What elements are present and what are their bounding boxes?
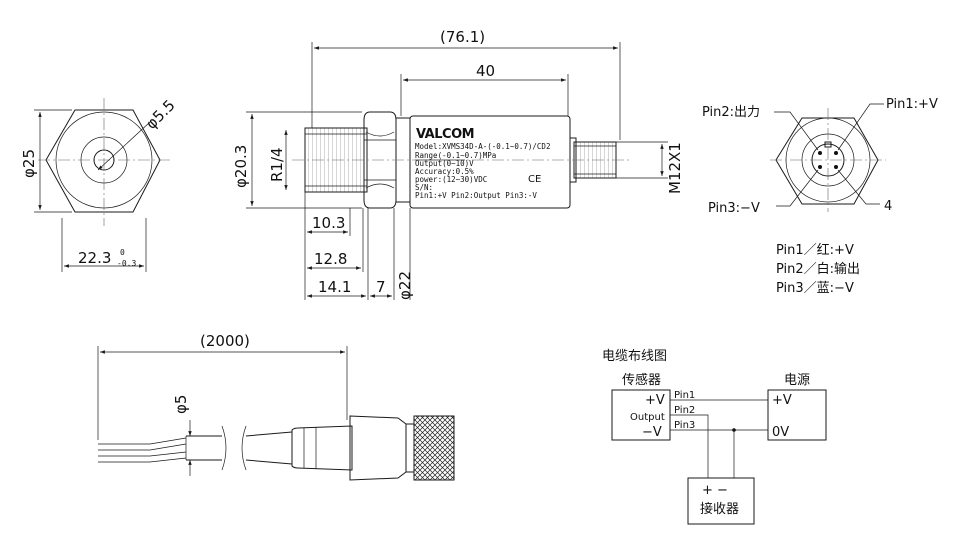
side-view: VALCOM Model:XVMS34D-A-(-0.1~0.7)/CD2 Ra… (232, 28, 684, 300)
pin-3-dot (818, 165, 822, 169)
pin2-callout: Pin2:出力 (702, 105, 760, 120)
sensor-title: 传感器 (622, 372, 661, 388)
connector-body (349, 415, 407, 481)
cable-jacket (186, 431, 293, 465)
connector-view: Pin2:出力 Pin1:+V Pin3:−V 4 Pin1／红:+V Pin2… (702, 97, 938, 296)
knurled-nut (413, 415, 455, 481)
pin-2-dot (818, 151, 822, 155)
label-model: Model:XVMS34D-A-(-0.1~0.7)/CD2 (415, 142, 550, 151)
pin-legend-2: Pin2／白:输出 (776, 261, 860, 277)
receiver-box (687, 477, 755, 525)
dim-thread-dia: φ20.3 (232, 145, 250, 188)
label-accuracy: Accuracy:0.5% (415, 167, 474, 176)
dim-12-8: 12.8 (314, 250, 347, 268)
brand-logo: VALCOM (416, 127, 474, 142)
power-title: 电源 (784, 373, 810, 388)
wire-pin3-label: Pin3 (674, 420, 695, 431)
pin-1-dot (834, 151, 838, 155)
end-view: φ25 φ5.5 22.3 0 -0.3 (20, 96, 179, 272)
wiring-title: 电缆布线图 (602, 348, 667, 364)
dim-connector: M12X1 (666, 142, 684, 194)
pin-legend-1: Pin1／红:+V (776, 242, 854, 258)
dim-thread-label: R1/4 (268, 147, 286, 182)
sensor-plus-v: +V (645, 393, 665, 408)
label-pins: Pin1:+V Pin2:Output Pin3:-V (415, 191, 537, 200)
receiver-title: 接收器 (700, 501, 739, 517)
dim-10-3: 10.3 (312, 214, 345, 232)
dim-cable-dia: φ5 (172, 395, 190, 414)
power-box (767, 389, 827, 441)
sensor-minus-v: −V (642, 425, 662, 440)
hex-nut (363, 111, 397, 209)
pin1-callout: Pin1:+V (886, 97, 938, 112)
hex-outline (45, 109, 161, 213)
dim-bore: φ5.5 (142, 96, 179, 133)
dim-overall: (76.1) (440, 28, 485, 46)
strain-relief (291, 425, 353, 471)
dim-tol-upper: 0 (120, 248, 125, 257)
dim-body: 40 (476, 62, 495, 80)
sensor-output: Output (630, 412, 665, 423)
dim-14-1: 14.1 (318, 278, 351, 296)
dim-hex-height: φ25 (20, 149, 38, 178)
dim-7: 7 (376, 278, 386, 296)
dim-across-flats: 22.3 (78, 249, 111, 267)
ce-mark: CE (528, 174, 541, 185)
pin3-callout: Pin3:−V (708, 201, 760, 216)
receiver-signs: + − (702, 483, 728, 498)
pin-4-dot (834, 165, 838, 169)
dim-body-dia: φ22 (396, 271, 414, 300)
wire-pin2 (670, 414, 709, 478)
dim-tol-lower: -0.3 (117, 259, 136, 268)
power-plus-v: +V (772, 393, 792, 408)
label-output: Output(0~10)V (415, 159, 474, 168)
pin-legend-3: Pin3／蓝:−V (776, 281, 854, 296)
connector-key (824, 141, 832, 148)
power-zero-v: 0V (772, 425, 789, 440)
label-range: Range(-0.1~0.7)MPa (415, 151, 496, 160)
wire-ends (98, 437, 187, 463)
wire-pin1-label: Pin1 (674, 390, 695, 401)
dim-cable-length: (2000) (200, 332, 250, 350)
wire-pin2-label: Pin2 (674, 405, 695, 416)
label-sn: S/N: (415, 183, 433, 192)
cable-view: (2000) φ5 (97, 332, 455, 481)
label-power: power:(12~30)VDC (415, 175, 487, 184)
connector-hex (775, 117, 879, 205)
wiring-diagram: 电缆布线图 传感器 电源 +V Output −V +V 0V Pin1 Pin… (602, 348, 827, 525)
pin4-callout: 4 (884, 199, 892, 214)
